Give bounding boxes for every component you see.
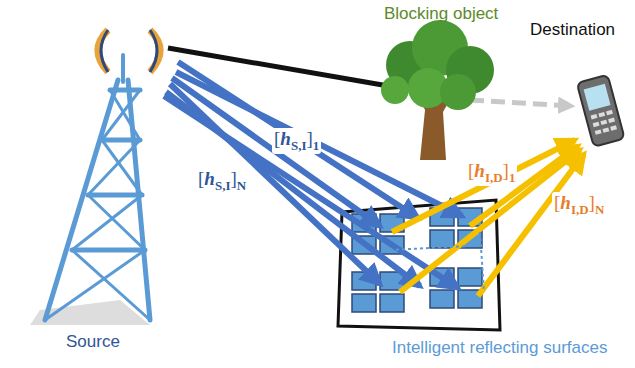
phone bbox=[577, 75, 625, 147]
label: Intelligent reflecting surfaces bbox=[392, 338, 607, 358]
blocked-link bbox=[168, 48, 400, 88]
irs-element bbox=[380, 294, 404, 312]
channel-label: [hS,I]N bbox=[196, 168, 248, 194]
irs-element bbox=[352, 294, 376, 312]
tree bbox=[381, 20, 494, 160]
irs-element bbox=[430, 230, 454, 248]
antenna bbox=[150, 30, 160, 72]
label: Blocking object bbox=[384, 4, 498, 24]
tower bbox=[45, 55, 150, 320]
label: Source bbox=[66, 332, 120, 352]
channel-label: [hI,D]1 bbox=[466, 160, 517, 186]
dashed-link bbox=[470, 100, 572, 106]
label: Destination bbox=[530, 20, 615, 40]
source-irs-links bbox=[164, 62, 462, 288]
irs-element bbox=[458, 268, 482, 286]
irs-destination-links bbox=[392, 140, 584, 296]
channel-label: [hI,D]N bbox=[552, 192, 606, 218]
antenna bbox=[98, 30, 108, 72]
channel-label: [hS,I]1 bbox=[272, 128, 321, 154]
irs-element bbox=[430, 290, 454, 308]
